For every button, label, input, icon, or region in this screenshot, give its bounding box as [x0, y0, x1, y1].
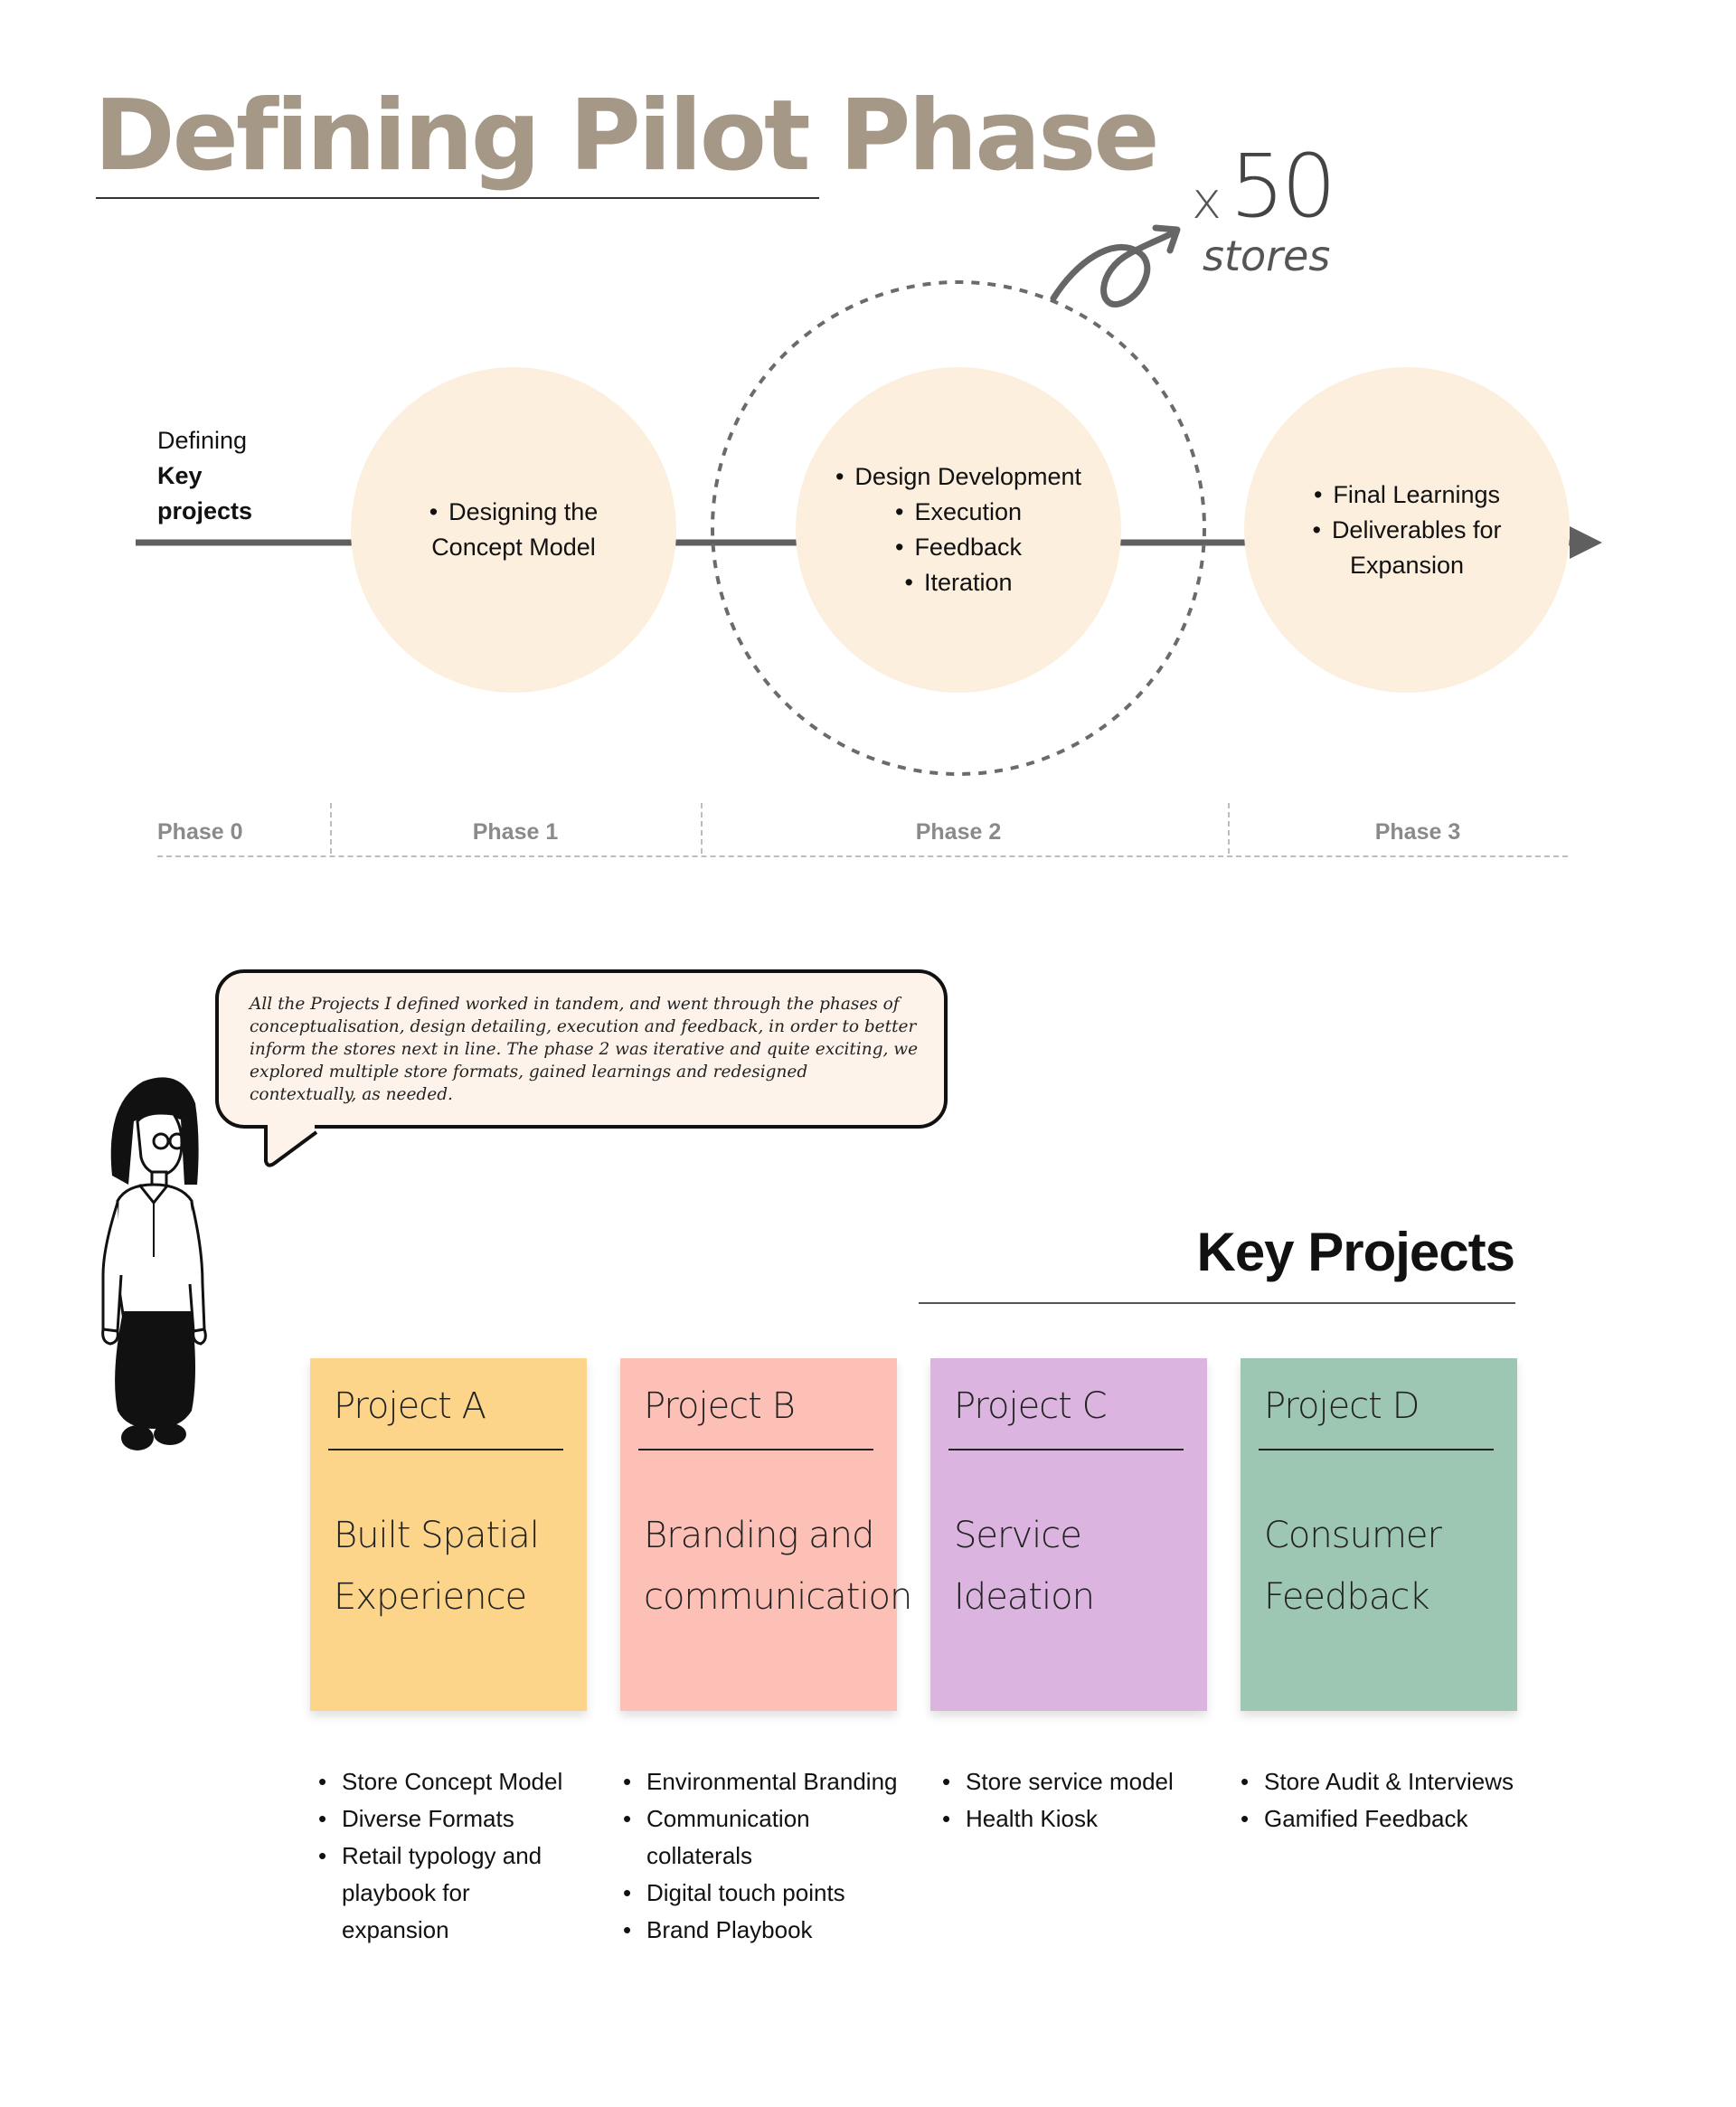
list-item: Digital touch points: [623, 1875, 930, 1912]
phase1-circle: Designing the Concept Model: [351, 367, 676, 693]
project-card-title: Project A: [334, 1385, 486, 1427]
speech-bubble-text: All the Projects I defined worked in tan…: [250, 995, 919, 1104]
timeline-label-line2: Key: [157, 462, 203, 489]
multiplier-symbol: x: [1192, 172, 1222, 231]
key-projects-heading: Key Projects: [1196, 1222, 1515, 1282]
speech-bubble: [215, 969, 948, 1129]
list-item: Store Concept Model: [318, 1763, 608, 1800]
phase-separator: [330, 803, 332, 854]
list-item: Brand Playbook: [623, 1912, 930, 1949]
project-card-title: Project D: [1264, 1385, 1420, 1427]
timeline-label: Defining Key projects: [157, 423, 252, 529]
project-card-body: Branding and communication: [644, 1515, 912, 1618]
phase2-item: Feedback: [835, 530, 1081, 565]
phase2-item: Iteration: [835, 565, 1081, 600]
list-item: Health Kiosk: [942, 1800, 1231, 1838]
project-d-list: Store Audit & Interviews Gamified Feedba…: [1241, 1763, 1548, 1838]
page-title: Defining Pilot Phase: [94, 80, 1160, 193]
list-item-cont: playbook for: [342, 1879, 470, 1906]
list-item: Environmental Branding: [623, 1763, 930, 1800]
list-item: Diverse Formats: [318, 1800, 608, 1838]
phase-label-0: Phase 0: [157, 819, 243, 845]
title-underline: [96, 197, 819, 199]
multiplier-count: 50: [1230, 136, 1336, 237]
project-card-title: Project B: [644, 1385, 796, 1427]
phase2-item: Execution: [835, 495, 1081, 530]
timeline-label-line3: projects: [157, 497, 253, 524]
multiplier-unit: stores: [1203, 231, 1331, 280]
phase-label-1: Phase 1: [472, 819, 559, 845]
project-card-body: Built Spatial Experience: [334, 1515, 540, 1618]
project-card-c: Project C Service Ideation: [930, 1358, 1207, 1711]
project-card-a: Project A Built Spatial Experience: [310, 1358, 587, 1711]
project-card-body: Service Ideation: [954, 1515, 1095, 1618]
phase-separator: [1228, 803, 1230, 854]
project-card-d: Project D Consumer Feedback: [1241, 1358, 1517, 1711]
phase2-iteration-ring: [711, 280, 1206, 776]
loop-arrow-icon: [1050, 228, 1179, 307]
project-card-title: Project C: [954, 1385, 1107, 1427]
phase3-item: Deliverables for: [1312, 513, 1502, 548]
loop-arrowhead-icon: [1152, 224, 1181, 254]
project-card-body: Consumer Feedback: [1264, 1515, 1442, 1618]
list-item-cont: expansion: [342, 1916, 449, 1943]
timeline-label-line1: Defining: [157, 427, 248, 454]
phase3-item: Final Learnings: [1312, 477, 1501, 513]
project-card-rule: [328, 1449, 563, 1450]
project-card-b: Project B Branding and communication: [620, 1358, 912, 1711]
phase2-circle: Design Development Execution Feedback It…: [796, 367, 1121, 693]
project-b-list: Environmental Branding Communication col…: [623, 1763, 930, 1949]
phase2-item: Design Development: [835, 459, 1081, 495]
list-item: Gamified Feedback: [1241, 1800, 1548, 1838]
speech-bubble-tail: [264, 1118, 318, 1167]
phase-baseline: [157, 855, 1568, 857]
list-item: Store service model: [942, 1763, 1231, 1800]
list-item: Retail typology and: [318, 1838, 608, 1875]
phase-separator: [701, 803, 703, 854]
project-card-rule: [948, 1449, 1184, 1450]
key-projects-underline: [919, 1302, 1515, 1304]
project-c-list: Store service model Health Kiosk: [942, 1763, 1231, 1838]
phase1-item-cont: Concept Model: [431, 534, 596, 561]
phase3-item-cont: Expansion: [1349, 551, 1465, 579]
project-card-rule: [1259, 1449, 1494, 1450]
list-item-cont: collaterals: [646, 1842, 753, 1869]
list-item: Store Audit & Interviews: [1241, 1763, 1548, 1800]
project-a-list: Store Concept Model Diverse Formats Reta…: [318, 1763, 608, 1949]
timeline-arrowhead-icon: [1570, 526, 1602, 559]
phase-label-3: Phase 3: [1374, 819, 1461, 845]
phase-label-2: Phase 2: [915, 819, 1002, 845]
project-card-rule: [638, 1449, 873, 1450]
phase3-circle: Final Learnings Deliverables for Expansi…: [1244, 367, 1570, 693]
list-item: Communication: [623, 1800, 930, 1838]
designer-avatar-illustration: [101, 1077, 207, 1450]
phase1-item: Designing the: [429, 495, 598, 530]
